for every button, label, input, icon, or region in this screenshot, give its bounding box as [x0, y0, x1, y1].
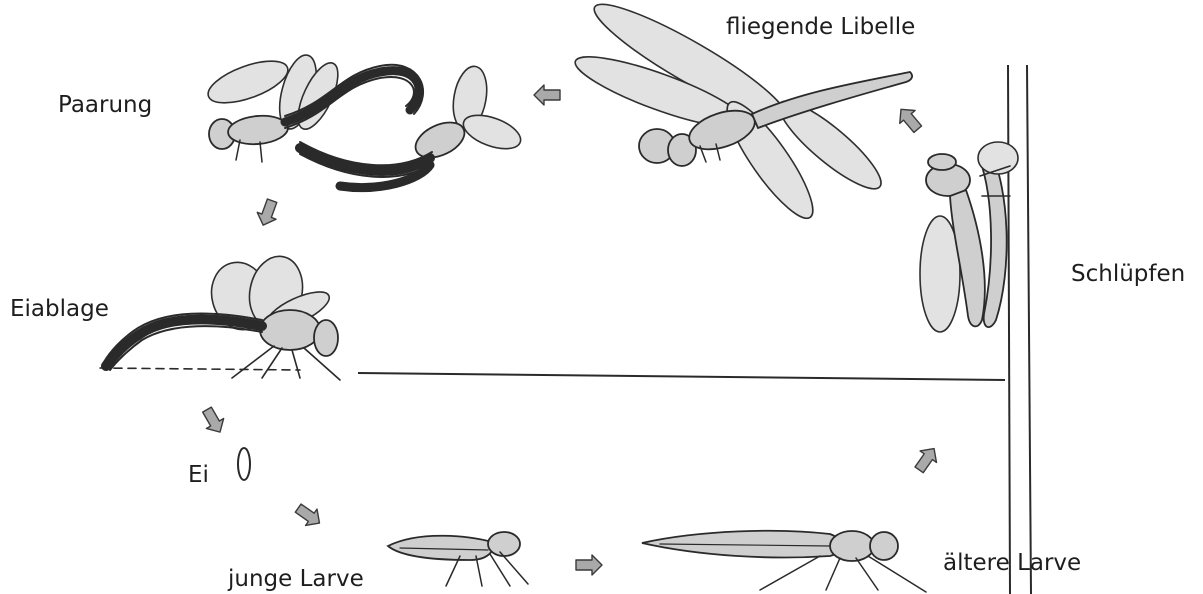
- older-larva-illustration: [642, 531, 926, 592]
- arrow-older-larva-to-emerging: [911, 443, 942, 476]
- arrow-egglaying-to-egg: [198, 405, 228, 438]
- reed-stem: [1008, 65, 1031, 594]
- water-surface-line: [358, 373, 1005, 380]
- arrow-emerging-to-flying: [893, 103, 925, 136]
- emerging-dragonfly-illustration: [920, 142, 1018, 332]
- egg-illustration: [238, 448, 250, 480]
- arrow-egg-to-young-larva: [292, 500, 325, 531]
- label-egg: Ei: [188, 464, 209, 487]
- arrow-flying-to-mating: [534, 85, 560, 105]
- label-emerging: Schlüpfen: [1071, 263, 1185, 286]
- label-mating: Paarung: [58, 94, 152, 117]
- label-flying-dragonfly: fliegende Libelle: [726, 16, 915, 39]
- arrow-mating-to-egglaying: [254, 197, 282, 228]
- mating-dragonflies-illustration: [203, 51, 525, 187]
- label-egg-laying: Eiablage: [10, 298, 109, 321]
- label-young-larva: junge Larve: [228, 568, 364, 591]
- label-older-larva: ältere Larve: [943, 552, 1081, 575]
- egg-laying-dragonfly-illustration: [100, 251, 340, 380]
- young-larva-illustration: [388, 532, 528, 586]
- arrow-young-to-older-larva: [576, 555, 602, 575]
